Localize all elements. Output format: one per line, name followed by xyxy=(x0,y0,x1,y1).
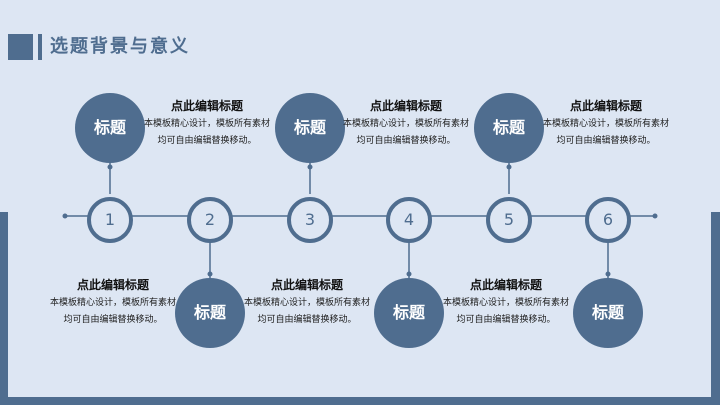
title-accent-bar xyxy=(38,34,42,60)
number-ring-1 xyxy=(87,197,133,243)
corner-accent-square xyxy=(8,34,33,60)
title-circle-2 xyxy=(175,278,245,348)
top-label-heading: 点此编辑标题 xyxy=(369,99,442,113)
bottom-label-3[interactable]: 点此编辑标题 本模板精心设计，模板所有素材均可自由编辑替换移动。 xyxy=(442,275,570,329)
step-number-1: 1 xyxy=(104,210,116,229)
top-label-3[interactable]: 点此编辑标题 本模板精心设计，模板所有素材均可自由编辑替换移动。 xyxy=(542,96,670,150)
title-circle-3 xyxy=(275,93,345,163)
top-label-body: 本模板精心设计，模板所有素材均可自由编辑替换移动。 xyxy=(143,119,270,146)
circle-title-5[interactable]: 标题 xyxy=(492,118,525,137)
step-number-6: 6 xyxy=(602,210,614,229)
circle-title-1[interactable]: 标题 xyxy=(93,118,126,137)
number-ring-3 xyxy=(287,197,333,243)
step-number-4: 4 xyxy=(403,210,415,229)
number-ring-5 xyxy=(486,197,532,243)
page-title[interactable]: 选题背景与意义 xyxy=(50,36,190,57)
connector-dot-2 xyxy=(207,271,213,277)
step-number-3: 3 xyxy=(304,210,316,229)
title-circle-5 xyxy=(474,93,544,163)
connector-dot-6 xyxy=(605,271,611,277)
title-circle-4 xyxy=(374,278,444,348)
bottom-label-heading: 点此编辑标题 xyxy=(469,278,542,292)
circle-title-4[interactable]: 标题 xyxy=(392,303,425,322)
top-label-heading: 点此编辑标题 xyxy=(569,99,642,113)
step-number-5: 5 xyxy=(503,210,515,229)
top-label-1[interactable]: 点此编辑标题 本模板精心设计，模板所有素材均可自由编辑替换移动。 xyxy=(143,96,271,150)
step-number-2: 2 xyxy=(204,210,216,229)
circle-title-2[interactable]: 标题 xyxy=(193,303,226,322)
circle-title-3[interactable]: 标题 xyxy=(293,118,326,137)
title-circle-6 xyxy=(573,278,643,348)
connector-dot-5 xyxy=(506,164,512,170)
timeline-start-dot xyxy=(62,213,68,219)
bottom-label-1[interactable]: 点此编辑标题 本模板精心设计，模板所有素材均可自由编辑替换移动。 xyxy=(49,275,177,329)
connector-dot-3 xyxy=(307,164,313,170)
number-ring-6 xyxy=(585,197,631,243)
top-label-2[interactable]: 点此编辑标题 本模板精心设计，模板所有素材均可自由编辑替换移动。 xyxy=(342,96,470,150)
title-circle-1 xyxy=(75,93,145,163)
bottom-label-heading: 点此编辑标题 xyxy=(76,278,149,292)
bottom-label-heading: 点此编辑标题 xyxy=(270,278,343,292)
bottom-label-2[interactable]: 点此编辑标题 本模板精心设计，模板所有素材均可自由编辑替换移动。 xyxy=(243,275,371,329)
circle-title-6[interactable]: 标题 xyxy=(591,303,624,322)
timeline-end-dot xyxy=(652,213,658,219)
bottom-label-body: 本模板精心设计，模板所有素材均可自由编辑替换移动。 xyxy=(49,298,176,325)
connector-dot-4 xyxy=(406,271,412,277)
bottom-label-body: 本模板精心设计，模板所有素材均可自由编辑替换移动。 xyxy=(243,298,370,325)
bottom-label-body: 本模板精心设计，模板所有素材均可自由编辑替换移动。 xyxy=(442,298,569,325)
connector-dot-1 xyxy=(107,164,113,170)
number-ring-4 xyxy=(386,197,432,243)
number-ring-2 xyxy=(187,197,233,243)
top-label-body: 本模板精心设计，模板所有素材均可自由编辑替换移动。 xyxy=(542,119,669,146)
top-label-heading: 点此编辑标题 xyxy=(170,99,243,113)
top-label-body: 本模板精心设计，模板所有素材均可自由编辑替换移动。 xyxy=(342,119,469,146)
